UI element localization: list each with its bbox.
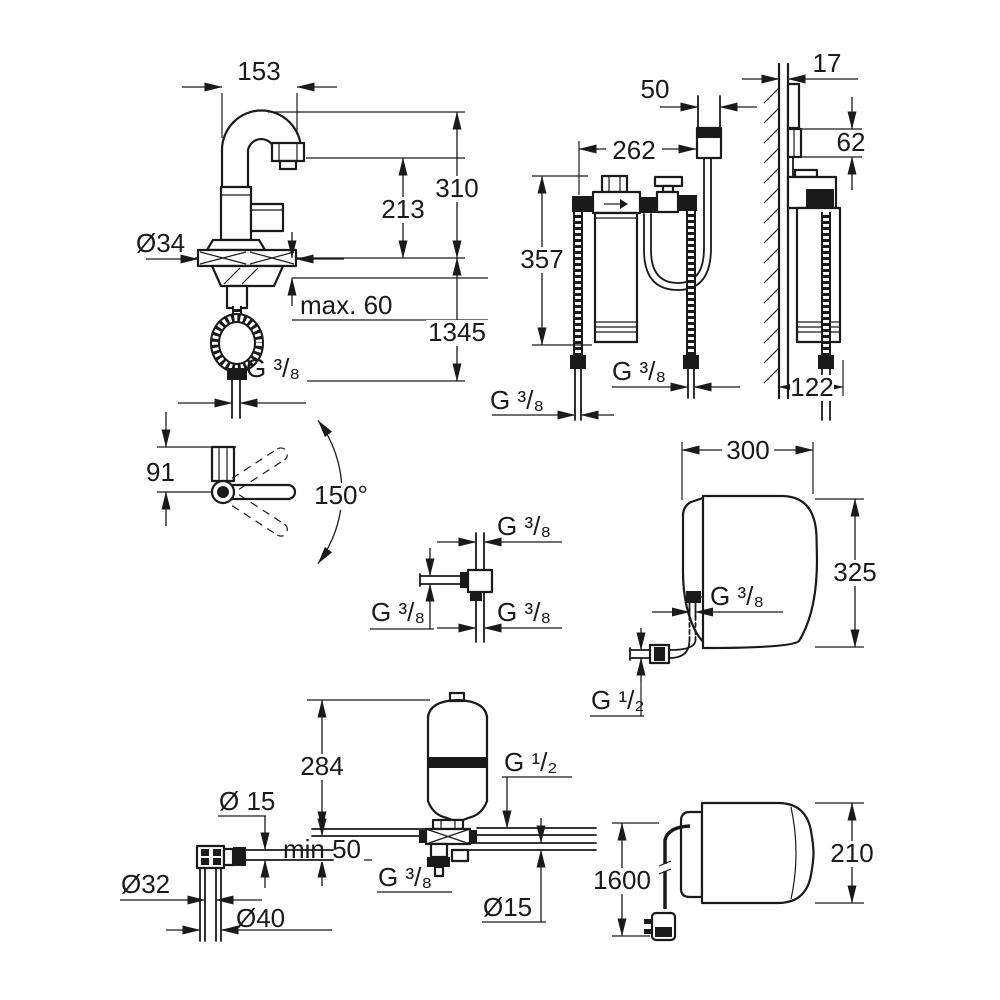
dim-hose-spacing: 262 (578, 135, 697, 195)
dim-boiler-thread-supply: G ¹/₂ (590, 628, 646, 717)
power-cable (644, 824, 691, 942)
connector-thread-left-label: G ³/₈ (371, 597, 425, 627)
dim-handle-length: 91 (146, 412, 175, 526)
dim-vessel-pipe-diameter: Ø15 (482, 818, 546, 923)
dim-filter-thread-left: G ³/₈ (490, 385, 614, 420)
dim-spout-height: 310 (433, 111, 481, 259)
cable-length-label: 1600 (593, 865, 651, 895)
boiler-side-body (681, 494, 819, 650)
dim-filter-height: 357 (516, 175, 592, 346)
dim-corner-pipe-diameter: Ø 15 (218, 786, 275, 888)
swivel-angle-label: 150° (314, 480, 368, 510)
expansion-vessel-view: 284 min 50 G ¹/₂ Ø15 G ³/₈ (280, 691, 597, 923)
dim-vessel-clearance: min 50 (280, 818, 372, 886)
dim-boiler-thread-outlet: G ³/₈ (652, 581, 783, 617)
dim-filter-thread-center: G ³/₈ (612, 356, 740, 392)
dim-vessel-thread-bottom: G ³/₈ (377, 862, 452, 893)
inner-diameter-label: Ø32 (121, 869, 170, 899)
filter-thread-center-label: G ³/₈ (612, 356, 666, 386)
dim-hose-width: 50 (641, 74, 757, 129)
faucet-front-view: 153 Ø34 310 213 1345 max. 60 (136, 56, 488, 419)
boiler-thread-outlet-label: G ³/₈ (710, 581, 764, 611)
boiler-front-body (679, 801, 815, 905)
dim-outlet-height: 213 (379, 157, 427, 259)
corner-pipe-diameter-label: Ø 15 (219, 786, 275, 816)
dim-boiler-front-height: 210 (815, 802, 874, 904)
handle-lever (210, 445, 297, 537)
dim-outer-diameter: Ø40 (166, 903, 332, 935)
dim-vessel-height: 284 (294, 699, 430, 830)
outer-diameter-label: Ø40 (236, 903, 285, 933)
filter-cartridge (593, 211, 639, 344)
boiler-side-view: 300 325 G ³/₈ (590, 435, 879, 717)
dim-boiler-depth: 300 (681, 435, 814, 500)
filter-hose-spacing-label: 262 (612, 135, 655, 165)
faucet-deck-thickness-label: max. 60 (300, 290, 393, 320)
dim-bracket-height: 62 (801, 97, 870, 190)
vessel-clearance-label: min 50 (283, 834, 361, 864)
vessel-thread-right-label: G ¹/₂ (504, 747, 557, 777)
faucet-outlet-height-label: 213 (381, 194, 424, 224)
faucet-body (196, 185, 298, 310)
faucet-thread-label: G ³/₈ (246, 353, 300, 383)
faucet-hose-length-label: 1345 (428, 317, 486, 347)
dim-vessel-thread-right: G ¹/₂ (502, 747, 572, 829)
boiler-outlet-pipe (629, 591, 703, 665)
dim-swivel-angle: 150° (308, 420, 374, 564)
wall (763, 62, 790, 400)
vessel-pipes (311, 827, 597, 851)
filter-front-view: 50 (490, 74, 757, 421)
faucet-spout-offset-label: 153 (237, 56, 280, 86)
filter-hose-width-label: 50 (641, 74, 670, 104)
dim-connector-thread-top: G ³/₈ (437, 511, 562, 547)
filter-side-view: 17 62 (742, 48, 870, 421)
dim-hole-diameter: Ø34 (136, 228, 344, 264)
dim-cable-length: 1600 (591, 822, 659, 937)
faucet-spout-height-label: 310 (435, 173, 478, 203)
connector-thread-bottom-label: G ³/₈ (497, 597, 551, 627)
dim-connector-thread-bottom: G ³/₈ (437, 597, 562, 633)
faucet-hole-diameter-label: Ø34 (136, 228, 185, 258)
dim-wall-thickness: 17 (742, 48, 858, 84)
filter-height-label: 357 (520, 244, 563, 274)
vessel-body (426, 691, 489, 822)
vessel-thread-bottom-label: G ³/₈ (378, 862, 432, 892)
faucet-hose (210, 306, 264, 419)
vessel-height-label: 284 (300, 751, 343, 781)
filter-hoses (570, 211, 699, 421)
filter-head (572, 174, 697, 215)
corner-fitting-view: Ø 15 Ø32 Ø40 (120, 786, 334, 942)
dim-connector-thread-left: G ³/₈ (370, 548, 435, 630)
dim-filter-depth: 122 (778, 360, 844, 402)
filter-thread-left-label: G ³/₈ (490, 385, 544, 415)
angle-connector-view: G ³/₈ G ³/₈ G ³/₈ (370, 511, 562, 643)
safety-valve-assembly (419, 818, 477, 878)
dim-inner-diameter: Ø32 (120, 869, 262, 905)
boiler-thread-supply-label: G ¹/₂ (591, 685, 644, 715)
filter-depth-label: 122 (790, 372, 833, 402)
filter-side-body (786, 168, 842, 421)
corner-fitting-body (195, 844, 334, 942)
handle-top-view: 91 150° (146, 412, 374, 564)
faucet-spout (220, 109, 306, 192)
dim-deck-thickness: max. 60 (287, 232, 393, 320)
dim-spout-offset: 153 (182, 56, 337, 138)
dim-boiler-side-height: 325 (815, 498, 879, 648)
boiler-side-height-label: 325 (833, 557, 876, 587)
wall-bracket (786, 82, 803, 178)
vessel-pipe-diameter-label: Ø15 (483, 892, 532, 922)
connector-thread-top-label: G ³/₈ (497, 511, 551, 541)
boiler-front-view: 1600 210 (591, 801, 874, 942)
boiler-front-height-label: 210 (830, 838, 873, 868)
dim-hose-length: 1345 (426, 257, 488, 382)
check-valve-part (643, 126, 723, 291)
bracket-height-label: 62 (837, 127, 866, 157)
faucet-reference-lines (195, 111, 488, 382)
dim-faucet-thread: G ³/₈ (178, 353, 306, 408)
wall-thickness-label: 17 (813, 48, 842, 78)
handle-length-label: 91 (146, 457, 175, 487)
connector-pipes (419, 532, 494, 643)
boiler-depth-label: 300 (726, 435, 769, 465)
